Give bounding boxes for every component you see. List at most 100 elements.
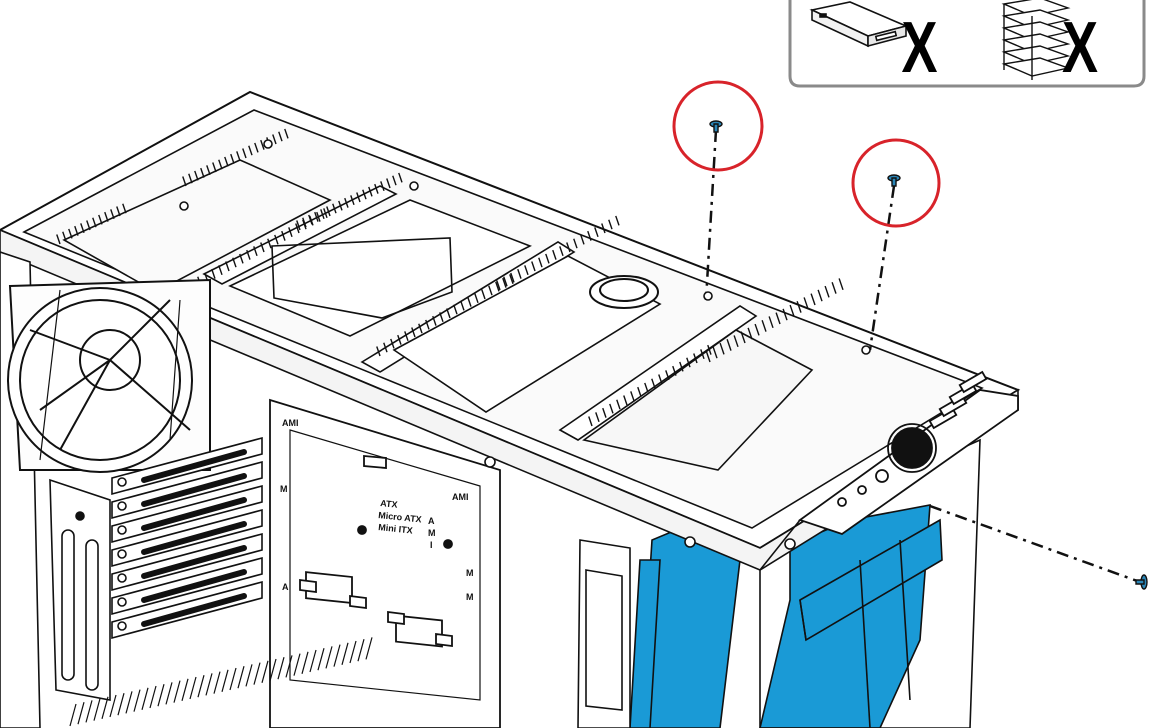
vent-slot: [398, 172, 403, 183]
vent-slot: [206, 165, 211, 176]
vent-slot: [651, 378, 656, 389]
case-fan-icon: [7, 278, 211, 473]
vent-slot: [838, 278, 844, 291]
expansion-slot-icon: [111, 436, 263, 640]
vent-slot: [545, 253, 550, 264]
vent-slot: [686, 357, 691, 368]
vent-slot: [495, 281, 500, 292]
screw-icon: [887, 174, 901, 187]
vent-slot: [679, 361, 684, 372]
bottom-vent-slot: [341, 642, 349, 665]
vent-slot: [754, 323, 760, 336]
motherboard-standard-labels: ATX Micro ATX Mini ITX A M I AMI AMI M M…: [280, 418, 474, 602]
vent-slot: [397, 334, 402, 345]
vent-slot: [232, 257, 237, 268]
bottom-vent-slot: [245, 664, 253, 687]
highlight-circle-screw-2: [851, 138, 941, 228]
vent-slot: [595, 412, 600, 423]
bottom-vent-slot: [285, 655, 293, 678]
vent-slot: [425, 319, 430, 330]
vent-slot: [323, 208, 328, 219]
vent-slot: [404, 331, 409, 342]
bottom-vent-slot: [109, 694, 117, 718]
bottom-vent-slot: [77, 702, 85, 725]
vent-slot: [236, 151, 241, 162]
vent-slot: [253, 246, 258, 257]
vent-slot: [316, 211, 321, 222]
vent-slot: [356, 192, 361, 203]
bottom-vent-slots: [69, 637, 373, 727]
vent-slot: [392, 175, 397, 186]
optical-drive-icon: [809, 1, 909, 48]
vent-slot: [272, 134, 277, 145]
vent-slot: [446, 308, 451, 319]
expansion-slot-cutout: [141, 473, 247, 507]
vent-slot: [267, 238, 272, 249]
vent-slot: [587, 230, 592, 241]
m-tag: M: [280, 484, 288, 494]
vent-slot: [637, 386, 642, 397]
vent-slot: [368, 186, 373, 197]
vent-slot: [281, 230, 286, 241]
vent-slot: [338, 200, 343, 211]
label-micro-atx: Micro ATX: [378, 510, 422, 524]
vent-slot: [194, 170, 199, 181]
vent-slot: [188, 173, 193, 184]
bottom-vent-slot: [317, 648, 325, 671]
vent-slot: [98, 214, 103, 225]
front-filter: [577, 539, 631, 728]
bottom-vent-slot: [333, 644, 341, 667]
label-mini-itx: Mini ITX: [378, 522, 413, 536]
ami-tag-right: AMI: [452, 492, 469, 502]
vent-slot: [726, 339, 732, 351]
highlight-circles: [672, 80, 941, 228]
motherboard-tray: [269, 398, 501, 728]
bottom-vent-slot: [357, 639, 365, 662]
bottom-vent-slot: [269, 658, 277, 682]
vent-slot: [278, 131, 283, 142]
vent-slot: [782, 308, 788, 321]
bottom-vent-slot: [149, 685, 157, 709]
highlight-circle-screw-1: [672, 80, 764, 172]
bottom-vent-slot: [157, 684, 165, 707]
vent-slot: [623, 395, 628, 406]
vent-slot: [110, 209, 115, 220]
vent-slot: [817, 289, 823, 302]
ami-tag: AMI: [282, 418, 299, 428]
vent-slot: [665, 370, 670, 381]
standoff-code-m: M: [428, 528, 436, 538]
vent-slot: [467, 296, 472, 307]
vent-slot: [62, 231, 67, 242]
vent-slot: [580, 234, 585, 245]
vent-slot: [761, 320, 767, 332]
slot-screw: [117, 501, 127, 511]
vent-slot: [295, 223, 300, 234]
bottom-vent-slot: [277, 657, 285, 680]
vent-slot: [531, 261, 536, 272]
standoff-code-a: A: [428, 516, 435, 526]
bottom-vent-slot: [365, 637, 373, 660]
unsupported-drive-callout: X X: [788, 0, 1146, 88]
expansion-slot-cutout: [141, 521, 247, 555]
m-tag-bottom: M: [466, 592, 474, 602]
vent-slot: [383, 342, 388, 353]
bottom-vent-slot: [173, 680, 181, 703]
vent-slot: [672, 365, 677, 376]
vent-slot: [488, 285, 493, 296]
vent-slot: [122, 203, 127, 214]
expansion-slot-cutout: [141, 593, 247, 627]
vent-slot: [733, 335, 739, 348]
vent-slot: [116, 206, 121, 217]
slot-screw: [117, 525, 127, 535]
vent-slot: [274, 234, 279, 245]
vent-slot: [302, 219, 307, 230]
bottom-vent-slot: [85, 700, 93, 723]
bottom-vent-slot: [133, 689, 141, 712]
vent-slot: [254, 142, 259, 153]
vent-slot: [644, 382, 649, 393]
slot-screw: [117, 477, 127, 487]
bottom-vent-slot: [349, 640, 357, 664]
vent-slot: [86, 220, 91, 231]
bottom-vent-slot: [165, 682, 173, 705]
